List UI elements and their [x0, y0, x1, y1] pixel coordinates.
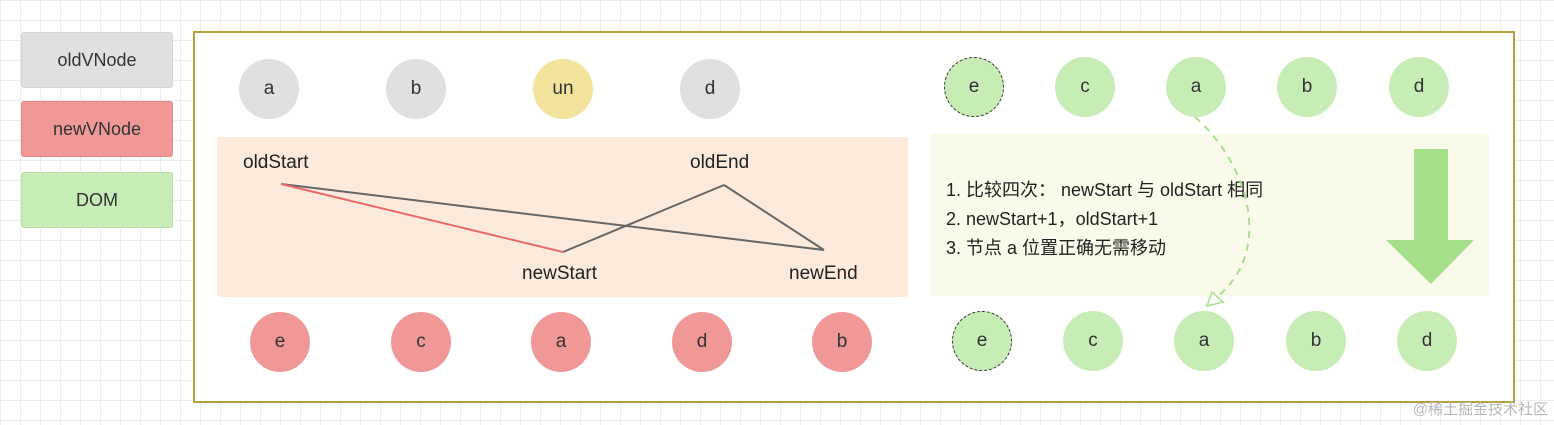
dom-node: a: [1174, 311, 1234, 371]
pointer-old-start: oldStart: [243, 152, 309, 173]
new-node: a: [531, 312, 591, 372]
pointer-new-end: newEnd: [789, 263, 858, 284]
watermark: @稀土掘金技术社区: [1412, 401, 1548, 418]
dom-node: b: [1277, 57, 1337, 117]
legend-newvnode-label: newVNode: [52, 118, 142, 139]
legend-dom-label: DOM: [76, 189, 118, 210]
note-line: 3. 节点 a 位置正确无需移动: [946, 238, 1167, 258]
dom-node-dashed: e: [952, 311, 1012, 371]
dom-node-dashed: e: [944, 57, 1004, 117]
note-line: 2. newStart+1，oldStart+1: [946, 209, 1159, 229]
new-node: e: [250, 312, 310, 372]
new-node: b: [812, 312, 872, 372]
new-node: c: [391, 312, 451, 372]
legend-newvnode: newVNode: [21, 101, 173, 157]
dom-node: d: [1389, 57, 1449, 117]
new-node: d: [672, 312, 732, 372]
legend-oldvnode-label: oldVNode: [57, 49, 137, 70]
old-node: a: [239, 59, 299, 119]
legend-dom: DOM: [21, 172, 173, 228]
pointer-new-start: newStart: [522, 263, 597, 284]
dom-node: c: [1063, 311, 1123, 371]
dom-node: b: [1286, 311, 1346, 371]
dom-node: c: [1055, 57, 1115, 117]
dom-node: a: [1166, 57, 1226, 117]
legend-oldvnode: oldVNode: [21, 32, 173, 88]
old-node: d: [680, 59, 740, 119]
old-node: b: [386, 59, 446, 119]
old-node-highlight: un: [533, 59, 593, 119]
note-line: 1. 比较四次： newStart 与 oldStart 相同: [946, 180, 1264, 200]
pointer-old-end: oldEnd: [690, 152, 750, 173]
dom-node: d: [1397, 311, 1457, 371]
